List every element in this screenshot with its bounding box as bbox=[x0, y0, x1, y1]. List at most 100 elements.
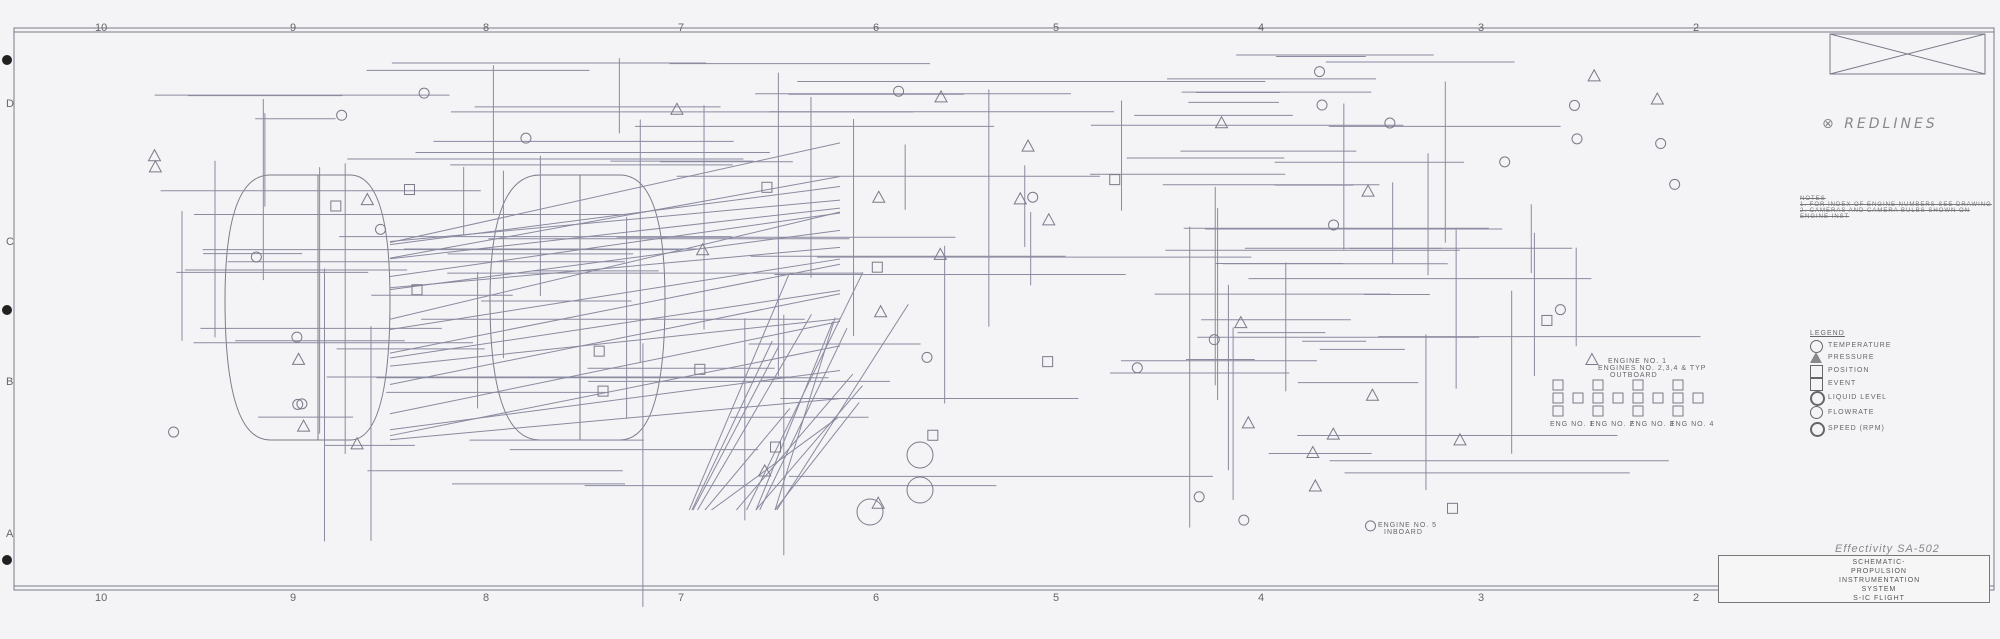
temperature-symbol-icon bbox=[893, 85, 905, 97]
position-symbol-icon bbox=[1810, 365, 1823, 378]
temperature-symbol-icon bbox=[1669, 178, 1681, 190]
engine-note: OUTBOARD bbox=[1610, 372, 1658, 379]
pressure-symbol-icon bbox=[1587, 68, 1601, 82]
event-symbol-icon bbox=[1042, 356, 1054, 368]
legend-label: POSITION bbox=[1828, 367, 1870, 374]
drawing-title: SCHEMATIC-PROPULSION INSTRUMENTATION SYS… bbox=[1839, 558, 1919, 603]
wire-diagonal bbox=[389, 370, 841, 431]
grid-column-label: 3 bbox=[1478, 22, 1485, 34]
engine-note: ENGINES NO. 2,3,4 & TYP bbox=[1598, 365, 1707, 372]
wire-diagonal bbox=[389, 320, 841, 415]
grid-row-label: A bbox=[6, 528, 14, 540]
pressure-symbol-icon bbox=[1305, 445, 1320, 459]
temperature-symbol-icon bbox=[168, 426, 180, 438]
title-line: INSTRUMENTATION bbox=[1839, 577, 1921, 584]
binder-hole bbox=[2, 305, 12, 315]
event-symbol-icon bbox=[1109, 174, 1121, 186]
binder-hole bbox=[2, 555, 12, 565]
event-symbol-icon bbox=[761, 181, 773, 193]
engine-label: ENG NO. 4 bbox=[1670, 421, 1715, 428]
temperature-symbol-icon bbox=[1499, 156, 1511, 168]
grid-column-label: 10 bbox=[95, 592, 108, 604]
event-symbol-icon bbox=[1446, 502, 1458, 514]
wire-diagonal bbox=[389, 246, 841, 289]
event-symbol-icon bbox=[1541, 314, 1553, 326]
position-symbol-icon bbox=[1672, 405, 1684, 417]
temperature-symbol-icon bbox=[336, 109, 348, 121]
pressure-symbol-icon bbox=[1585, 352, 1599, 365]
position-symbol-icon bbox=[1632, 392, 1644, 404]
legend-label: EVENT bbox=[1828, 380, 1857, 387]
pressure-symbol-icon bbox=[296, 419, 311, 432]
notes-heading: NOTES bbox=[1800, 196, 1826, 202]
wire-diagonal bbox=[755, 385, 863, 511]
wire-diagonal bbox=[697, 314, 812, 511]
temperature-symbol-icon bbox=[520, 132, 532, 144]
temperature-symbol-icon bbox=[1328, 219, 1340, 231]
wire-diagonal bbox=[776, 304, 909, 511]
wire-diagonal bbox=[774, 317, 836, 511]
position-symbol-icon bbox=[1672, 392, 1684, 404]
legend-label: PRESSURE bbox=[1828, 354, 1875, 361]
engine-note: ENGINE NO. 1 bbox=[1608, 358, 1668, 365]
grid-column-label: 9 bbox=[290, 592, 297, 604]
wire-diagonal bbox=[389, 229, 841, 291]
wire-diagonal bbox=[389, 345, 841, 437]
engine-label: ENG NO. 3 bbox=[1630, 421, 1675, 428]
engine-label: ENG NO. 1 bbox=[1550, 421, 1595, 428]
temperature-symbol-icon bbox=[921, 351, 933, 363]
wire-diagonal bbox=[691, 340, 773, 511]
grid-column-label: 3 bbox=[1478, 592, 1485, 604]
position-symbol-icon bbox=[1632, 405, 1644, 417]
pressure-symbol-icon bbox=[1241, 415, 1256, 429]
pressure-symbol-icon bbox=[1453, 432, 1467, 446]
temperature-symbol-icon bbox=[1364, 520, 1376, 532]
grid-column-label: 6 bbox=[873, 592, 880, 604]
revision-block-cross bbox=[1829, 33, 1986, 75]
grid-column-label: 7 bbox=[678, 592, 685, 604]
wire-diagonal bbox=[735, 373, 854, 511]
legend-label: LIQUID LEVEL bbox=[1828, 394, 1888, 401]
pressure-symbol-icon bbox=[148, 159, 163, 173]
temperature-symbol-icon bbox=[1655, 138, 1667, 150]
wire-diagonal bbox=[389, 142, 841, 244]
flowrate-symbol-icon bbox=[1810, 406, 1823, 419]
pressure-symbol-icon bbox=[1013, 191, 1028, 205]
wire-diagonal bbox=[389, 258, 841, 330]
legend-heading: LEGEND bbox=[1810, 330, 1845, 337]
grid-row-label: B bbox=[6, 376, 14, 388]
liquid-level-symbol-icon bbox=[1810, 391, 1825, 406]
wire-diagonal bbox=[389, 293, 841, 385]
pressure-symbol-icon bbox=[350, 436, 364, 450]
grid-column-label: 9 bbox=[290, 22, 297, 34]
revision-block bbox=[1829, 33, 1986, 75]
title-line: SCHEMATIC-PROPULSION bbox=[1851, 559, 1907, 575]
legend-label: FLOWRATE bbox=[1828, 409, 1875, 416]
pressure-symbol-icon bbox=[757, 463, 772, 477]
sphere-symbol-icon bbox=[906, 441, 934, 469]
grid-column-label: 8 bbox=[483, 22, 490, 34]
wire-diagonal bbox=[389, 318, 841, 367]
redlines-stamp: ⊗ REDLINES bbox=[1822, 116, 1938, 132]
notes-block: NOTES 1. FOR INDEX OF ENGINE NUMBERS SEE… bbox=[1800, 196, 2000, 220]
wire-diagonal bbox=[692, 345, 780, 511]
temperature-symbol-icon bbox=[1238, 514, 1250, 526]
temperature-symbol-icon bbox=[1316, 99, 1328, 111]
event-symbol-icon bbox=[927, 429, 939, 441]
temperature-symbol-icon bbox=[291, 331, 303, 343]
grid-row-label: D bbox=[6, 98, 14, 110]
position-symbol-icon bbox=[1552, 392, 1564, 404]
temperature-symbol-icon bbox=[1131, 362, 1143, 374]
position-symbol-icon bbox=[1572, 392, 1584, 404]
position-symbol-icon bbox=[1632, 379, 1644, 391]
pressure-symbol-icon bbox=[1214, 115, 1229, 129]
wire-diagonal bbox=[389, 289, 841, 359]
wire-diagonal bbox=[389, 176, 841, 259]
event-symbol-icon bbox=[403, 184, 415, 196]
wire-diagonal bbox=[389, 211, 841, 320]
wire-diagonal bbox=[389, 398, 841, 441]
temperature-symbol-icon bbox=[296, 398, 308, 410]
grid-column-label: 2 bbox=[1693, 22, 1700, 34]
position-symbol-icon bbox=[1652, 392, 1664, 404]
legend-label: SPEED (RPM) bbox=[1828, 425, 1885, 432]
